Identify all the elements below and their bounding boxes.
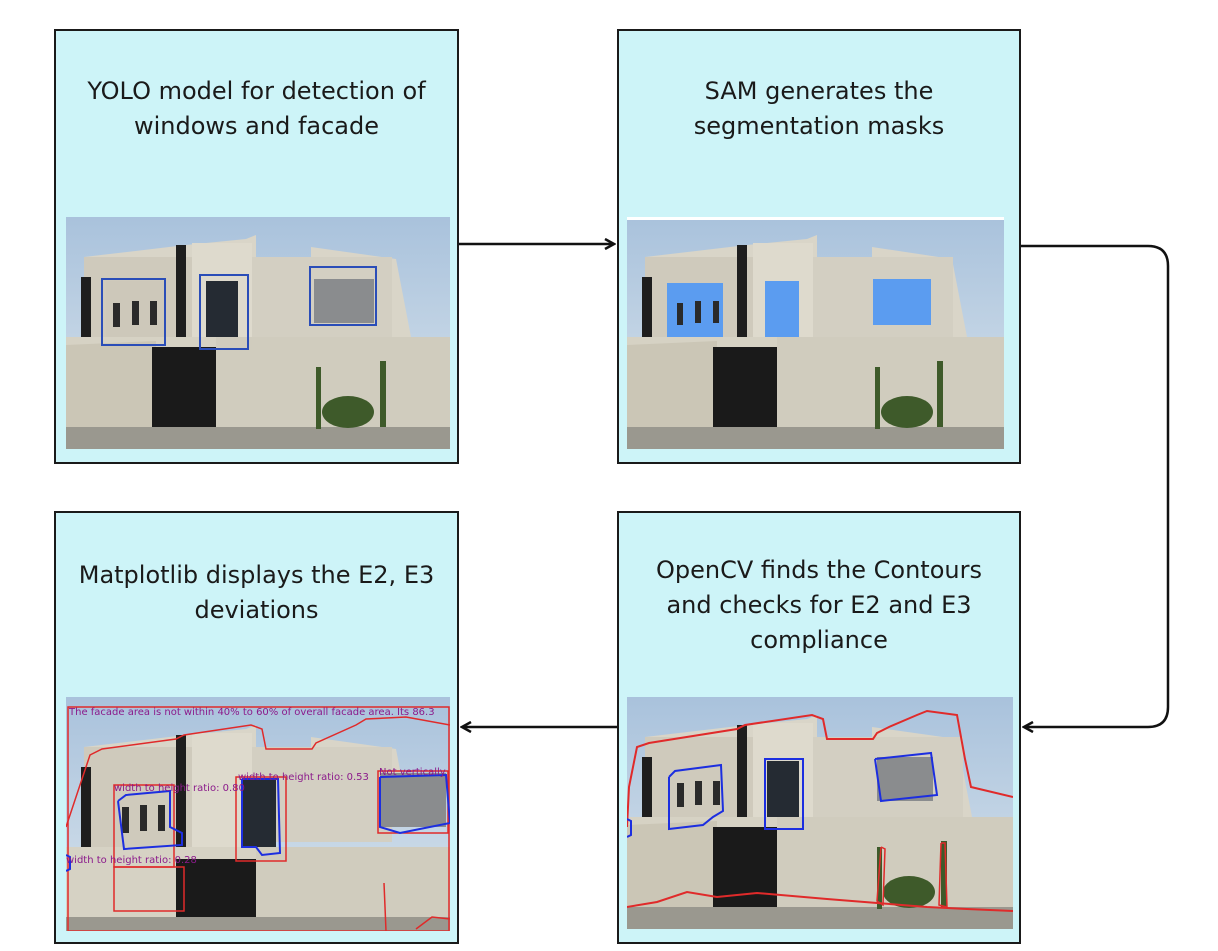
caption-line: Matplotlib displays the E2, E3 <box>78 561 435 589</box>
opencv-contour-image <box>627 697 1013 929</box>
ratio-label-a: width to height ratio: 0.80 <box>114 783 245 794</box>
step-sam-caption: SAM generates the segmentation masks <box>619 74 1019 144</box>
caption-line: OpenCV finds the Contours <box>656 556 982 584</box>
ratio-label-c: width to height ratio: 0.28 <box>66 855 197 866</box>
step-matplotlib-box: Matplotlib displays the E2, E3 deviation… <box>54 511 459 944</box>
arrow-sam-to-opencv <box>1021 244 1170 727</box>
caption-line: and checks for E2 and E3 <box>666 591 972 619</box>
step-matplotlib-caption: Matplotlib displays the E2, E3 deviation… <box>56 558 457 628</box>
caption-line: windows and facade <box>133 112 380 140</box>
sam-mask-image <box>627 217 1004 449</box>
caption-line: deviations <box>194 596 319 624</box>
caption-line: segmentation masks <box>693 112 945 140</box>
caption-line: YOLO model for detection of <box>87 77 426 105</box>
step-yolo-box: YOLO model for detection of windows and … <box>54 29 459 464</box>
caption-line: SAM generates the <box>704 77 934 105</box>
step-yolo-caption: YOLO model for detection of windows and … <box>56 74 457 144</box>
step-sam-box: SAM generates the segmentation masks <box>617 29 1021 464</box>
facade-area-label: The facade area is not within 40% to 60%… <box>68 707 435 718</box>
matplotlib-deviation-image: The facade area is not within 40% to 60%… <box>66 697 450 931</box>
caption-line: compliance <box>750 626 888 654</box>
ratio-label-b: width to height ratio: 0.53 <box>238 772 369 783</box>
step-opencv-caption: OpenCV finds the Contours and checks for… <box>619 553 1019 658</box>
not-vertically-label: Not vertically <box>379 767 446 778</box>
yolo-detection-image <box>66 217 450 449</box>
step-opencv-box: OpenCV finds the Contours and checks for… <box>617 511 1021 944</box>
